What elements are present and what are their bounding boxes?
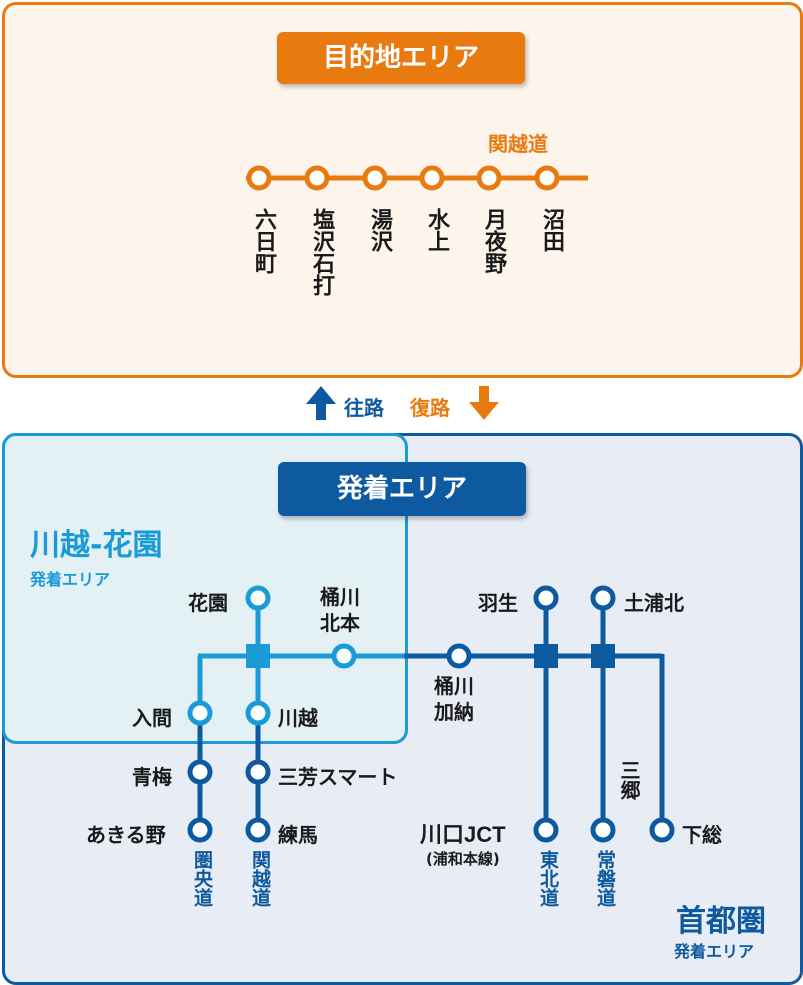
- route-label-tohoku: 東北道: [537, 850, 559, 907]
- junction-tsukuba: [591, 644, 615, 668]
- station-minakami: [419, 165, 445, 191]
- route-label-joban: 常磐道: [594, 850, 616, 907]
- label-ome: 青梅: [132, 765, 172, 789]
- station-tsukiyono: [476, 165, 502, 191]
- label-akiruno: あきる野: [86, 823, 166, 847]
- junction-kuki: [534, 644, 558, 668]
- label-misato: 三郷: [617, 760, 641, 800]
- label-shimofusa: 下総: [682, 823, 722, 847]
- station-hanazono: [245, 585, 271, 611]
- station-miyoshi: [245, 759, 271, 785]
- arrow-down-icon: [469, 386, 499, 420]
- label-kawaguchi: 川口JCT: [420, 822, 506, 847]
- destination-stations: [246, 165, 560, 191]
- shutoken-area-sub: 発着エリア: [674, 942, 755, 961]
- inbound-label: 復路: [410, 396, 450, 420]
- label-okegawa-kita: 桶川 北本: [320, 585, 360, 635]
- station-kawagoe: [245, 700, 271, 726]
- station-numata: [534, 165, 560, 191]
- route-label-kanetsu: 関越道: [249, 850, 271, 907]
- destination-area-title: 目的地エリア: [277, 32, 525, 84]
- destination-station-label: 水上: [424, 208, 449, 252]
- arrow-up-icon: [306, 386, 336, 420]
- route-label-kenodo: 圏央道: [191, 850, 213, 907]
- station-okegawa-kita: [331, 643, 357, 669]
- label-kawagoe: 川越: [278, 706, 318, 730]
- label-tsuchiura-kita: 土浦北: [624, 591, 684, 615]
- destination-station-label: 月夜野: [481, 208, 506, 274]
- station-iruma: [187, 700, 213, 726]
- station-yuzawa: [362, 165, 388, 191]
- destination-station-label: 湯沢: [367, 208, 392, 252]
- outbound-label: 往路: [344, 396, 384, 420]
- label-nerima: 練馬: [278, 823, 318, 847]
- station-ome: [187, 759, 213, 785]
- station-tsuchiura-kita: [590, 585, 616, 611]
- station-hanyu: [533, 585, 559, 611]
- junction-tsurugashima: [246, 644, 270, 668]
- destination-station-label: 六日町: [251, 208, 276, 274]
- station-shiozawa: [304, 165, 330, 191]
- station-muikamachi: [246, 165, 272, 191]
- station-misato: [590, 817, 616, 843]
- kawagoe-area-sub: 発着エリア: [30, 570, 111, 589]
- label-miyoshi: 三芳スマート: [278, 765, 398, 789]
- label-kawaguchi-sub: (浦和本線): [426, 850, 500, 868]
- label-okegawa-kano: 桶川 加納: [434, 674, 474, 724]
- kawagoe-area-name: 川越-花園: [30, 528, 163, 563]
- shutoken-area-name: 首都圏: [676, 904, 766, 939]
- station-kawaguchi: [533, 817, 559, 843]
- label-iruma: 入間: [132, 706, 172, 730]
- destination-station-label: 塩沢石打: [309, 208, 334, 296]
- destination-station-label: 沼田: [539, 208, 564, 252]
- departure-area-title: 発着エリア: [278, 462, 526, 516]
- station-nerima: [245, 817, 271, 843]
- label-hanyu: 羽生: [478, 591, 518, 615]
- label-hanazono: 花園: [188, 591, 228, 615]
- station-shimofusa: [649, 817, 675, 843]
- destination-route-label: 関越道: [488, 132, 548, 156]
- station-okegawa-kano: [446, 643, 472, 669]
- station-akiruno: [187, 817, 213, 843]
